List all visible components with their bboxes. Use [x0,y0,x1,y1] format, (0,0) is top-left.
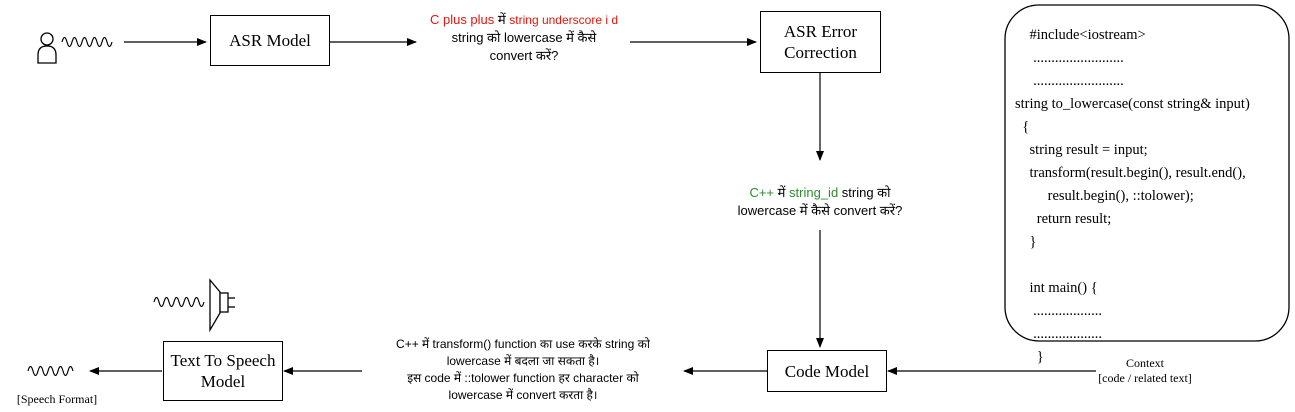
asr-error-correction-box: ASR Error Correction [760,11,881,73]
context-label-line2: [code / related text] [1098,371,1192,385]
code-line: string result = input; [1015,142,1148,158]
tts-model-line1: Text To Speech [170,351,276,370]
tts-model-line2: Model [200,372,246,391]
code-line: string to_lowercase(const string& input) [1015,96,1250,112]
asr-error-correction-line2: Correction [784,43,857,62]
context-code-box [1004,4,1290,342]
asr-error-correction-line1: ASR Error [783,22,858,41]
corrected-line2: lowercase में कैसे convert करें? [737,203,903,218]
code-model-box: Code Model [767,350,887,392]
context-code-block: #include<iostream> .....................… [1015,24,1250,369]
corrected-part4: string को [838,185,891,200]
asr-output-part1: C plus plus [429,12,495,27]
voice-wave-icon [61,36,113,48]
speaker-icon [209,278,235,333]
corrected-part2: में [774,185,790,200]
code-line: ................... [1015,303,1102,319]
context-label-line1: Context [1126,356,1164,370]
code-line: #include<iostream> [1015,27,1146,43]
tts-model-box: Text To Speech Model [163,341,283,401]
code-answer-line1: C++ में transform() function का use करके… [396,337,650,351]
user-icon [37,32,57,64]
code-line: result.begin(), ::tolower); [1015,188,1194,204]
code-answer-line4: lowercase में convert करता है। [448,388,598,402]
code-line: } [1015,234,1037,250]
asr-output-line2: string को lowercase में कैसे [451,30,597,45]
asr-model-label: ASR Model [229,31,311,50]
code-line: } [1015,349,1044,365]
speech-format-label: [Speech Format] [2,392,112,407]
code-line: return result; [1015,211,1112,227]
asr-output-part2: में [494,12,510,27]
code-answer-text: C++ में transform() function का use करके… [362,336,684,404]
code-line: int main() { [1015,280,1098,296]
code-model-label: Code Model [784,361,870,381]
code-answer-line2: lowercase में बदला जा सकता है। [446,354,600,368]
speaker-wave-icon [153,296,205,308]
code-line: ......................... [1015,50,1124,66]
code-line [1015,254,1250,277]
code-line: ................... [1015,326,1102,342]
code-line: transform(result.begin(), result.end(), [1015,165,1246,181]
asr-model-box: ASR Model [210,15,330,66]
context-label: Context [code / related text] [1075,356,1215,386]
asr-output-text: C plus plus में string underscore i d st… [404,11,644,65]
corrected-text: C++ में string_id string को lowercase मे… [700,184,940,220]
code-line: ......................... [1015,73,1124,89]
corrected-part3: string_id [789,185,839,200]
corrected-part1: C++ [749,185,775,200]
code-line: { [1015,119,1030,135]
speech-format-text: [Speech Format] [16,392,98,406]
asr-output-line3: convert करें? [489,48,559,63]
asr-output-part3: string underscore i d [509,13,619,27]
output-wave-icon [27,365,74,377]
code-answer-line3: इस code में ::tolower function हर charac… [407,371,639,385]
